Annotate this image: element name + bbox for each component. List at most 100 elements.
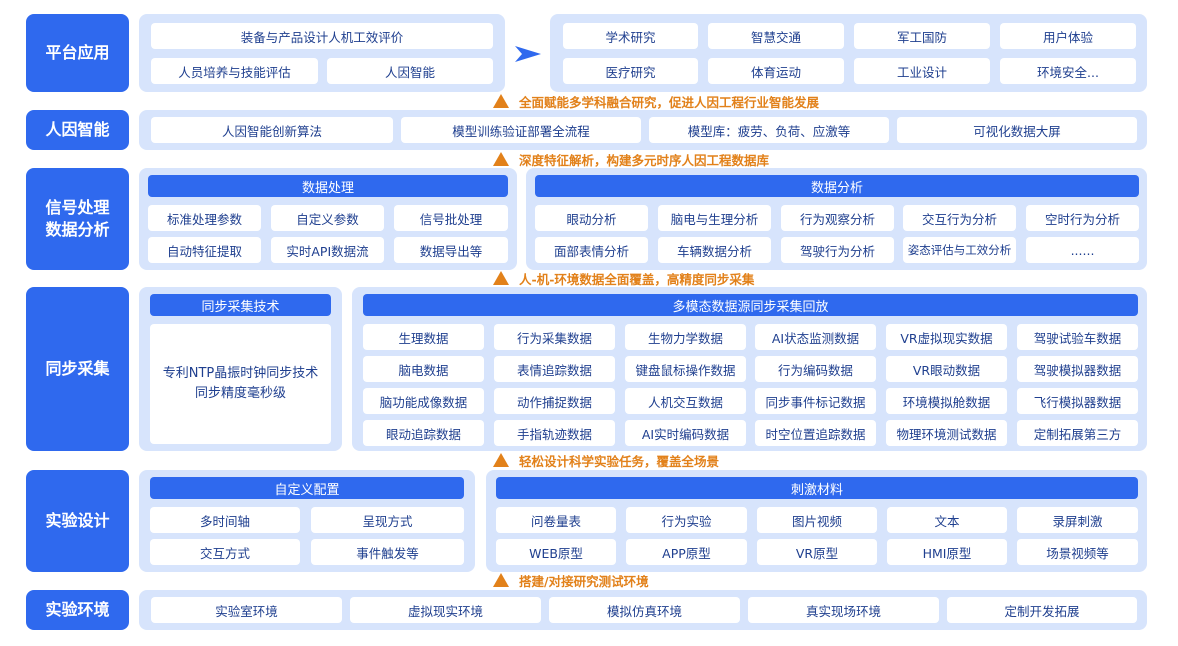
- ai-item: 可视化数据大屏: [897, 117, 1137, 143]
- multimodal-item: 动作捕捉数据: [494, 388, 615, 414]
- sync-tech-line: 专利NTP晶振时钟同步技术: [162, 366, 319, 381]
- custom-config-item: 事件触发等: [311, 539, 464, 565]
- stimulus-item: HMI原型: [887, 539, 1007, 565]
- multimodal-item: 时空位置追踪数据: [755, 420, 876, 446]
- multimodal-item: 同步事件标记数据: [755, 388, 876, 414]
- connector-text: 轻松设计科学实验任务，覆盖全场景: [519, 453, 720, 469]
- analysis-item: ......: [1026, 237, 1139, 263]
- multimodal-item: 驾驶试验车数据: [1017, 324, 1138, 350]
- multimodal-item: 物理环境测试数据: [886, 420, 1007, 446]
- connector-caption: 轻松设计科学实验任务，覆盖全场景: [493, 453, 720, 469]
- stimulus-item: 图片视频: [757, 507, 877, 533]
- stimulus-item: 录屏刺激: [1017, 507, 1138, 533]
- multimodal-item: VR眼动数据: [886, 356, 1007, 382]
- multimodal-item: 驾驶模拟器数据: [1017, 356, 1138, 382]
- multimodal-item: 环境模拟舱数据: [886, 388, 1007, 414]
- stimulus-item: WEB原型: [496, 539, 616, 565]
- stimulus-item: 问卷量表: [496, 507, 616, 533]
- multimodal-item: 行为采集数据: [494, 324, 615, 350]
- multimodal-item: 飞行模拟器数据: [1017, 388, 1138, 414]
- env-item: 模拟仿真环境: [549, 597, 740, 623]
- multimodal-item: 脑功能成像数据: [363, 388, 484, 414]
- multimodal-item: 表情追踪数据: [494, 356, 615, 382]
- platform-app-item: 医疗研究: [563, 58, 698, 84]
- analysis-item: 眼动分析: [535, 205, 648, 231]
- analysis-item: 交互行为分析: [903, 205, 1016, 231]
- connector-text: 全面赋能多学科融合研究，促进人因工程行业智能发展: [519, 94, 820, 110]
- analysis-item: 姿态评估与工效分析: [903, 237, 1016, 263]
- custom-config-item: 交互方式: [150, 539, 300, 565]
- layer-label-line: 信号处理: [45, 198, 110, 217]
- multimodal-item: 生物力学数据: [625, 324, 746, 350]
- signal-processing-item: 信号批处理: [394, 205, 508, 231]
- stimulus-item: 文本: [887, 507, 1007, 533]
- platform-item: 装备与产品设计人机工效评价: [151, 23, 493, 49]
- env-item: 定制开发拓展: [947, 597, 1137, 623]
- signal-processing-item: 数据导出等: [394, 237, 508, 263]
- env-item: 实验室环境: [151, 597, 342, 623]
- layer-label-line: 数据分析: [45, 220, 110, 239]
- connector-text: 人-机-环境数据全面覆盖，高精度同步采集: [519, 271, 755, 287]
- ai-item: 人因智能创新算法: [151, 117, 393, 143]
- layer-label-design: 实验设计: [26, 470, 129, 572]
- section-header: 刺激材料: [496, 477, 1138, 499]
- section-header: 同步采集技术: [150, 294, 331, 316]
- analysis-item: 脑电与生理分析: [658, 205, 771, 231]
- platform-app-item: 环境安全...: [1000, 58, 1136, 84]
- platform-app-item: 智慧交通: [708, 23, 844, 49]
- multimodal-item: 人机交互数据: [625, 388, 746, 414]
- layer-label-sync: 同步采集: [26, 287, 129, 451]
- signal-processing-item: 自定义参数: [271, 205, 384, 231]
- connector-caption: 人-机-环境数据全面覆盖，高精度同步采集: [493, 271, 755, 287]
- section-header: 多模态数据源同步采集回放: [363, 294, 1138, 316]
- custom-config-item: 多时间轴: [150, 507, 300, 533]
- platform-app-item: 用户体验: [1000, 23, 1136, 49]
- analysis-item: 车辆数据分析: [658, 237, 771, 263]
- analysis-item: 行为观察分析: [781, 205, 894, 231]
- multimodal-item: 手指轨迹数据: [494, 420, 615, 446]
- signal-processing-item: 标准处理参数: [148, 205, 261, 231]
- platform-item: 人因智能: [327, 58, 493, 84]
- stimulus-item: 场景视频等: [1017, 539, 1138, 565]
- stimulus-item: VR原型: [757, 539, 877, 565]
- ai-item: 模型库：疲劳、负荷、应激等: [649, 117, 889, 143]
- platform-item: 人员培养与技能评估: [151, 58, 318, 84]
- section-header: 数据分析: [535, 175, 1139, 197]
- connector-caption: 深度特征解析，构建多元时序人因工程数据库: [493, 152, 770, 168]
- multimodal-item: 行为编码数据: [755, 356, 876, 382]
- platform-app-item: 学术研究: [563, 23, 698, 49]
- multimodal-item: 生理数据: [363, 324, 484, 350]
- sync-tech-line: 同步精度毫秒级: [194, 386, 286, 401]
- stimulus-item: 行为实验: [626, 507, 747, 533]
- multimodal-item: VR虚拟现实数据: [886, 324, 1007, 350]
- env-item: 虚拟现实环境: [350, 597, 541, 623]
- up-arrow-icon: [493, 152, 509, 166]
- connector-text: 搭建/对接研究测试环境: [519, 573, 649, 589]
- up-arrow-icon: [493, 573, 509, 587]
- up-arrow-icon: [493, 453, 509, 467]
- analysis-item: 驾驶行为分析: [781, 237, 894, 263]
- multimodal-item: 眼动追踪数据: [363, 420, 484, 446]
- stimulus-item: APP原型: [626, 539, 747, 565]
- analysis-item: 面部表情分析: [535, 237, 648, 263]
- analysis-item: 空时行为分析: [1026, 205, 1139, 231]
- layer-label-env: 实验环境: [26, 590, 129, 630]
- custom-config-item: 呈现方式: [311, 507, 464, 533]
- platform-app-item: 军工国防: [854, 23, 990, 49]
- multimodal-item: 脑电数据: [363, 356, 484, 382]
- multimodal-item: AI实时编码数据: [625, 420, 746, 446]
- section-header: 自定义配置: [150, 477, 464, 499]
- multimodal-item: 键盘鼠标操作数据: [625, 356, 746, 382]
- up-arrow-icon: [493, 271, 509, 285]
- platform-app-item: 体育运动: [708, 58, 844, 84]
- up-arrow-icon: [493, 94, 509, 108]
- layer-label-signal: 信号处理 数据分析: [26, 168, 129, 270]
- ai-item: 模型训练验证部署全流程: [401, 117, 641, 143]
- multimodal-item: 定制拓展第三方: [1017, 420, 1138, 446]
- connector-text: 深度特征解析，构建多元时序人因工程数据库: [519, 152, 770, 168]
- env-item: 真实现场环境: [748, 597, 939, 623]
- platform-app-item: 工业设计: [854, 58, 990, 84]
- layer-label-platform: 平台应用: [26, 14, 129, 92]
- signal-processing-item: 实时API数据流: [271, 237, 384, 263]
- right-arrow-icon: [515, 46, 541, 62]
